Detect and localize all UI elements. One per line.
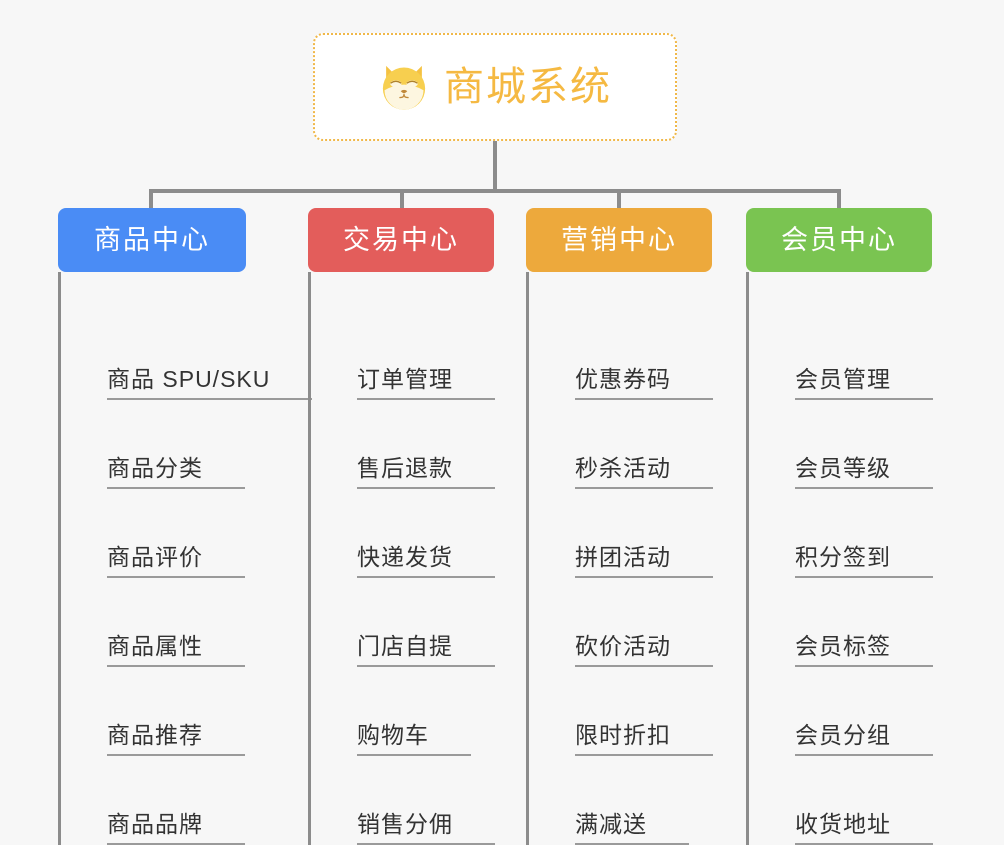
list-item[interactable]: 商品属性 xyxy=(65,578,246,667)
root-title: 商城系统 xyxy=(444,65,612,109)
list-item[interactable]: 商品评价 xyxy=(65,489,246,578)
list-item-label: 商品评价 xyxy=(107,544,245,578)
list-item-label: 商品推荐 xyxy=(107,722,245,756)
list-item[interactable]: 会员分组 xyxy=(753,667,933,756)
category-header-3[interactable]: 营销中心 xyxy=(526,208,712,272)
item-list-3: 优惠券码 秒杀活动 拼团活动 砍价活动 限时折扣 满减送 xyxy=(526,272,713,845)
category-header-4[interactable]: 会员中心 xyxy=(746,208,932,272)
list-item-label: 门店自提 xyxy=(357,633,495,667)
branch-member-center: 会员中心 会员管理 会员等级 积分签到 会员标签 会员分组 收货地址 xyxy=(746,208,933,845)
list-item[interactable]: 积分签到 xyxy=(753,489,933,578)
list-item[interactable]: 满减送 xyxy=(533,756,712,845)
branch-trade-center: 交易中心 订单管理 售后退款 快递发货 门店自提 购物车 销售分佣 xyxy=(308,208,495,845)
list-item[interactable]: 订单管理 xyxy=(315,272,495,400)
branch-marketing-center: 营销中心 优惠券码 秒杀活动 拼团活动 砍价活动 限时折扣 满减送 xyxy=(526,208,713,845)
list-item-label: 订单管理 xyxy=(357,366,495,400)
list-item[interactable]: 商品 SPU/SKU xyxy=(65,272,313,400)
category-header-2[interactable]: 交易中心 xyxy=(308,208,494,272)
list-item-label: 商品 SPU/SKU xyxy=(107,366,313,400)
list-item[interactable]: 优惠券码 xyxy=(533,272,713,400)
item-list-2: 订单管理 售后退款 快递发货 门店自提 购物车 销售分佣 xyxy=(308,272,495,845)
list-item[interactable]: 会员管理 xyxy=(753,272,933,400)
list-item[interactable]: 秒杀活动 xyxy=(533,400,713,489)
list-item[interactable]: 销售分佣 xyxy=(315,756,495,845)
list-item-label: 商品属性 xyxy=(107,633,245,667)
list-item-label: 秒杀活动 xyxy=(575,455,713,489)
list-item[interactable]: 砍价活动 xyxy=(533,578,713,667)
list-item-label: 限时折扣 xyxy=(575,722,713,756)
list-item[interactable]: 拼团活动 xyxy=(533,489,713,578)
category-header-1[interactable]: 商品中心 xyxy=(58,208,246,272)
list-item-label: 会员等级 xyxy=(795,455,933,489)
list-item[interactable]: 购物车 xyxy=(315,667,494,756)
connector-drop-4 xyxy=(837,189,841,209)
branch-product-center: 商品中心 商品 SPU/SKU 商品分类 商品评价 商品属性 商品推荐 商品品牌 xyxy=(58,208,313,845)
list-item-label: 优惠券码 xyxy=(575,366,713,400)
item-list-1: 商品 SPU/SKU 商品分类 商品评价 商品属性 商品推荐 商品品牌 xyxy=(58,272,313,845)
list-item-label: 会员管理 xyxy=(795,366,933,400)
connector-drop-1 xyxy=(149,189,153,209)
connector-drop-2 xyxy=(400,189,404,209)
list-item[interactable]: 售后退款 xyxy=(315,400,495,489)
list-item[interactable]: 会员标签 xyxy=(753,578,933,667)
list-item-label: 商品分类 xyxy=(107,455,245,489)
connector-root-stem xyxy=(493,141,497,191)
list-item[interactable]: 会员等级 xyxy=(753,400,933,489)
list-item[interactable]: 商品品牌 xyxy=(65,756,246,845)
list-item[interactable]: 收货地址 xyxy=(753,756,933,845)
list-item-label: 砍价活动 xyxy=(575,633,713,667)
list-item-label: 购物车 xyxy=(357,722,471,756)
list-item[interactable]: 商品分类 xyxy=(65,400,246,489)
root-node[interactable]: 商城系统 xyxy=(313,33,677,141)
shiba-dog-face-icon xyxy=(382,65,426,112)
list-item-label: 会员分组 xyxy=(795,722,933,756)
connector-drop-3 xyxy=(617,189,621,209)
list-item[interactable]: 门店自提 xyxy=(315,578,495,667)
list-item-label: 积分签到 xyxy=(795,544,933,578)
list-item[interactable]: 快递发货 xyxy=(315,489,495,578)
list-item[interactable]: 商品推荐 xyxy=(65,667,246,756)
list-item-label: 拼团活动 xyxy=(575,544,713,578)
list-item-label: 售后退款 xyxy=(357,455,495,489)
list-item-label: 快递发货 xyxy=(357,544,495,578)
connector-horizontal-bus xyxy=(149,189,841,193)
list-item[interactable]: 限时折扣 xyxy=(533,667,713,756)
list-item-label: 会员标签 xyxy=(795,633,933,667)
item-list-4: 会员管理 会员等级 积分签到 会员标签 会员分组 收货地址 xyxy=(746,272,933,845)
